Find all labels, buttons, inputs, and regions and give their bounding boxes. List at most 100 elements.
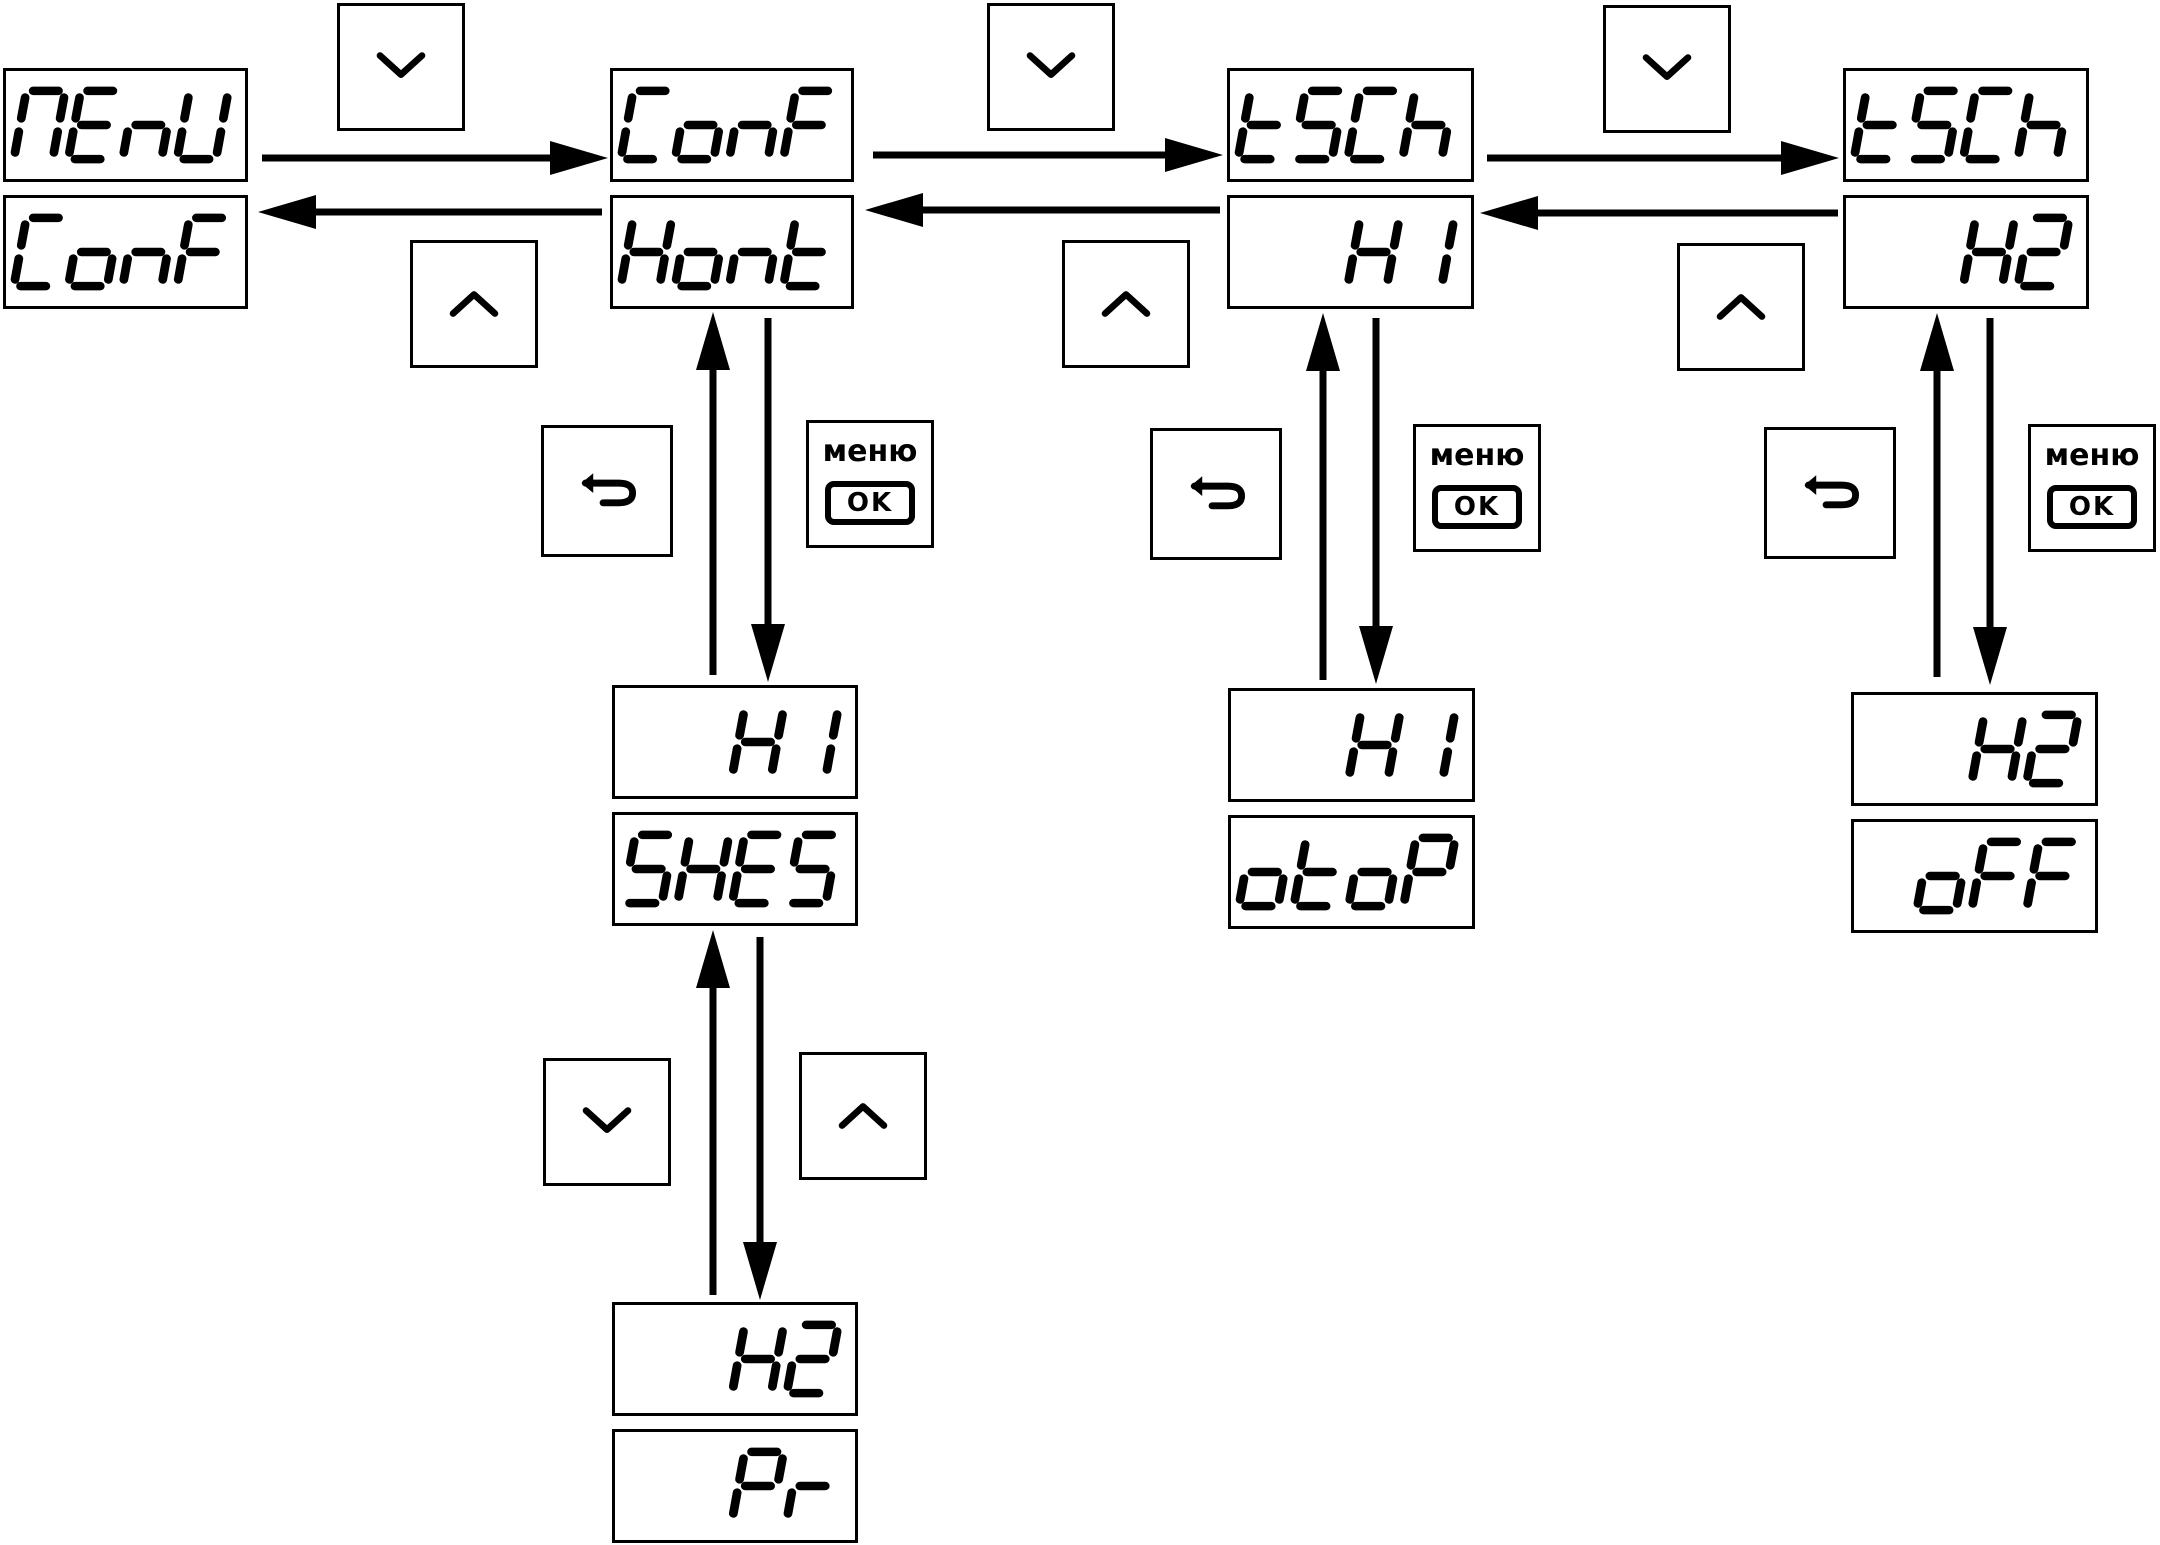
segment-f (625, 837, 639, 867)
segment-b (1390, 713, 1404, 743)
segment-e (1234, 127, 1248, 157)
seven-segment-readout: Kont (617, 220, 826, 291)
flow-arrow (1359, 318, 1393, 684)
digits (1850, 86, 2067, 164)
digit-2 (2023, 710, 2082, 788)
flow-arrow (1487, 141, 1839, 175)
chevron-down-icon (1642, 54, 1692, 80)
segment-f (1405, 93, 1419, 123)
segment-e (1345, 747, 1359, 777)
segment-c (713, 871, 726, 901)
digits (1235, 833, 1459, 911)
segment-e (2023, 878, 2036, 908)
segment-b (55, 93, 69, 123)
segment-b (1445, 840, 1459, 870)
digit-1 (1439, 713, 1459, 777)
up-key-1[interactable] (410, 240, 538, 368)
down-key-4[interactable] (543, 1058, 671, 1186)
display-k2-top: K2 (612, 1302, 858, 1416)
segment-b (774, 1327, 787, 1357)
segment-e (617, 127, 631, 157)
back-key-3[interactable] (1764, 427, 1896, 559)
segment-e (728, 871, 742, 901)
down-key-2[interactable] (987, 3, 1115, 131)
menu-ok-key-2[interactable]: меню OK (1413, 424, 1541, 552)
digit-r (783, 1481, 830, 1518)
back-key-2[interactable] (1150, 428, 1282, 560)
segment-b (774, 710, 787, 740)
digit-K (1959, 220, 2018, 284)
segment-e (1290, 874, 1304, 904)
segment-e (10, 254, 24, 284)
digits (728, 1320, 842, 1398)
flow-arrow (1920, 313, 1954, 677)
segment-f (180, 220, 193, 250)
down-key-3[interactable] (1603, 5, 1731, 133)
menu-ok-key-3[interactable]: меню OK (2028, 424, 2156, 552)
segment-f (789, 837, 803, 867)
flow-arrow (1306, 313, 1340, 680)
up-key-4[interactable] (799, 1052, 927, 1180)
segment-e (1235, 874, 1249, 904)
segment-f (735, 1454, 748, 1484)
segment-c (767, 744, 781, 774)
segment-f (1351, 713, 1365, 743)
digit-S (1295, 86, 1343, 164)
seven-segment-readout: K2 (1968, 710, 2082, 788)
segment-c (2053, 127, 2067, 157)
segment-b (1445, 713, 1459, 743)
display-tsch1-value-bottom: otoP (1228, 815, 1475, 929)
display-tsch2-top: tSCh (1843, 68, 2089, 182)
segment-e (2014, 254, 2028, 284)
arrow-head (550, 141, 608, 175)
segment-f (623, 220, 637, 250)
segment-f (1966, 93, 1979, 123)
segment-c (1438, 254, 1452, 284)
segment-b (2005, 220, 2018, 250)
digit-n (119, 120, 171, 157)
arrow-head (1781, 141, 1839, 175)
segment-c (658, 871, 672, 901)
segment-c (2007, 751, 2021, 781)
segment-b (2059, 220, 2073, 250)
seven-segment-readout: otoP (1235, 833, 1459, 911)
return-arrow-icon (1804, 475, 1860, 509)
digits (625, 830, 836, 908)
display-conf-bottom: Kont (610, 195, 854, 309)
digit-K (1344, 220, 1403, 284)
back-key-1[interactable] (541, 425, 673, 557)
segment-e (1344, 254, 1358, 284)
digit-t (1850, 93, 1897, 164)
segment-f (735, 1327, 748, 1357)
digit-K (617, 220, 676, 284)
digits (617, 220, 826, 291)
digit-h (1399, 93, 1452, 157)
digit-o (65, 247, 117, 291)
segment-e (728, 1488, 742, 1518)
seven-segment-readout: ConF (10, 213, 227, 291)
menu-ok-key-1[interactable]: меню OK (806, 420, 934, 548)
segment-f (1350, 93, 1364, 123)
segment-e (783, 1361, 797, 1391)
menu-label: меню (1429, 438, 1525, 473)
digit-F (2023, 837, 2076, 908)
digit-E (728, 830, 782, 908)
chevron-up-icon (1101, 291, 1151, 317)
segment-f (1911, 93, 1925, 123)
segment-f (16, 93, 30, 123)
arrow-head (1165, 138, 1223, 172)
digits (1234, 86, 1452, 164)
digit-n (726, 120, 778, 157)
seven-segment-readout: tSCh (1850, 86, 2067, 164)
return-arrow-icon (581, 473, 637, 507)
segment-c (103, 254, 117, 284)
chevron-down-icon (582, 1107, 632, 1133)
segment-f (2020, 93, 2034, 123)
segment-e (780, 254, 793, 284)
up-key-2[interactable] (1062, 240, 1190, 368)
up-key-3[interactable] (1677, 243, 1805, 371)
segment-e (1345, 874, 1359, 904)
segment-e (1913, 878, 1927, 908)
flow-arrow (751, 318, 785, 682)
down-key-1[interactable] (337, 3, 465, 131)
